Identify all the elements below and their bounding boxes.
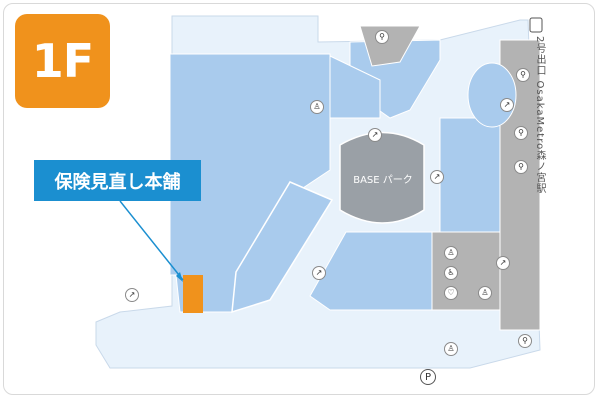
parking-icon: P bbox=[420, 369, 436, 385]
floor-badge: 1F bbox=[15, 14, 110, 108]
restroom-icon: ♙ bbox=[444, 246, 458, 260]
shop-block-center-north bbox=[329, 55, 381, 119]
escalator-icon: ↗ bbox=[125, 288, 139, 302]
escalator-icon: ↗ bbox=[496, 256, 510, 270]
store-pointer-line bbox=[119, 200, 184, 281]
accessible-toilet-icon: ♿ bbox=[444, 266, 458, 280]
bicycle-parking-icon: ⚲ bbox=[516, 68, 530, 82]
escalator-icon: ↗ bbox=[368, 128, 382, 142]
restroom-icon: ♙ bbox=[478, 286, 492, 300]
nursing-room-icon: ♡ bbox=[444, 286, 458, 300]
station-exit-label: 2号出口 OsakaMetro森ノ宮駅 bbox=[534, 36, 545, 195]
subway-icon-box bbox=[529, 17, 543, 33]
store-name-label[interactable]: 保険見直し本舗 bbox=[34, 160, 201, 201]
oval-feature bbox=[467, 62, 517, 128]
shop-block-south bbox=[309, 231, 433, 311]
escalator-icon: ↗ bbox=[430, 170, 444, 184]
bicycle-parking-icon: ⚲ bbox=[514, 126, 528, 140]
service-area-south bbox=[431, 231, 501, 311]
bicycle-parking-icon: ⚲ bbox=[514, 160, 528, 174]
park-label: BASE パーク bbox=[353, 175, 413, 186]
shop-block-east bbox=[439, 117, 501, 233]
escalator-icon: ↗ bbox=[312, 266, 326, 280]
bicycle-parking-icon: ⚲ bbox=[375, 30, 389, 44]
restroom-icon: ♙ bbox=[310, 100, 324, 114]
escalator-icon: ↗ bbox=[500, 98, 514, 112]
bicycle-parking-icon: ⚲ bbox=[518, 334, 532, 348]
restroom-icon: ♙ bbox=[444, 342, 458, 356]
store-pointer-arrow bbox=[176, 272, 183, 282]
shop-strip-diagonal bbox=[231, 181, 334, 314]
store-highlight[interactable] bbox=[183, 275, 203, 313]
